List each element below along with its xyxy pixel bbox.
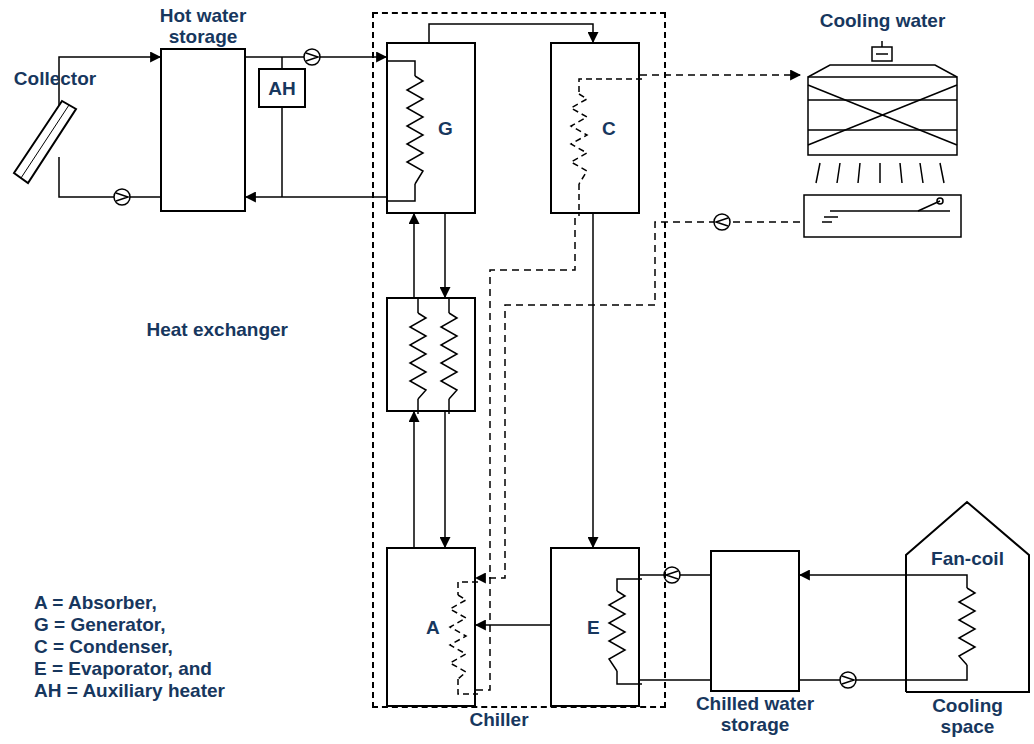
node-label: C — [602, 118, 616, 139]
pipe-connector — [413, 214, 415, 297]
legend-block: A = Absorber,G = Generator,C = Condenser… — [34, 592, 225, 702]
cooling-tower-drawing — [800, 45, 965, 240]
node-label: AH — [260, 78, 304, 99]
pipe-connector — [444, 412, 446, 547]
coil-symbol — [388, 44, 478, 216]
pipe-connector — [800, 574, 905, 576]
node-label: Collector — [0, 68, 120, 89]
coil-symbol — [388, 299, 478, 414]
pump-symbol — [114, 49, 856, 688]
pipe-connector — [640, 679, 710, 681]
legend-text: E = Evaporator, and — [34, 658, 225, 680]
pipe-connector — [476, 624, 550, 626]
legend-text: AH = Auxiliary heater — [34, 680, 225, 702]
heater-box: AH — [258, 68, 306, 108]
cooling-water-pipe — [476, 222, 800, 578]
pipe-connector — [59, 190, 160, 197]
evaporator-box: E — [550, 547, 640, 707]
collector-panel — [10, 95, 100, 190]
node-label: Fan-coil — [909, 548, 1026, 569]
coil-symbol — [552, 44, 642, 216]
pipe-connector — [413, 412, 415, 547]
legend-text: G = Generator, — [34, 614, 225, 636]
node-label: Chilled water storage — [687, 693, 823, 735]
pipe-connector — [444, 214, 446, 297]
storage-tank: Hot water storage — [160, 48, 246, 212]
cooling-water-pipe — [476, 214, 575, 690]
aux-heater-pipe — [281, 57, 283, 68]
node-label: Chiller — [434, 709, 564, 730]
node-label: E — [587, 617, 600, 638]
node-label: A — [426, 617, 440, 638]
node-label: G — [438, 118, 453, 139]
condenser-box: C — [550, 42, 640, 214]
storage-tank: Chilled water storage — [710, 550, 800, 692]
cooling-space-house: Fan-coilCooling space — [905, 500, 1030, 693]
generator-box: G — [386, 42, 476, 214]
absorber-box: A — [386, 547, 476, 707]
solar-collector: Collector — [10, 95, 100, 190]
chiller-boundary: ChillerGCHeat exchangerAE — [372, 12, 666, 708]
node-label: Cooling water — [780, 10, 985, 31]
pipe-connector — [246, 196, 386, 198]
heat-exchanger-box: Heat exchanger — [386, 297, 476, 412]
legend-text: A = Absorber, — [34, 592, 225, 614]
legend-text: C = Condenser, — [34, 636, 225, 658]
pipe-connector — [592, 214, 594, 547]
node-label: Heat exchanger — [146, 319, 288, 340]
cooling-tower: Cooling water — [800, 45, 965, 240]
cooling-water-pipe — [640, 74, 800, 76]
aux-heater-pipe — [281, 108, 283, 197]
house-outline — [905, 500, 1030, 693]
node-label: Hot water storage — [142, 5, 264, 47]
node-label: Cooling space — [905, 695, 1030, 737]
pipe-connector — [429, 24, 593, 42]
